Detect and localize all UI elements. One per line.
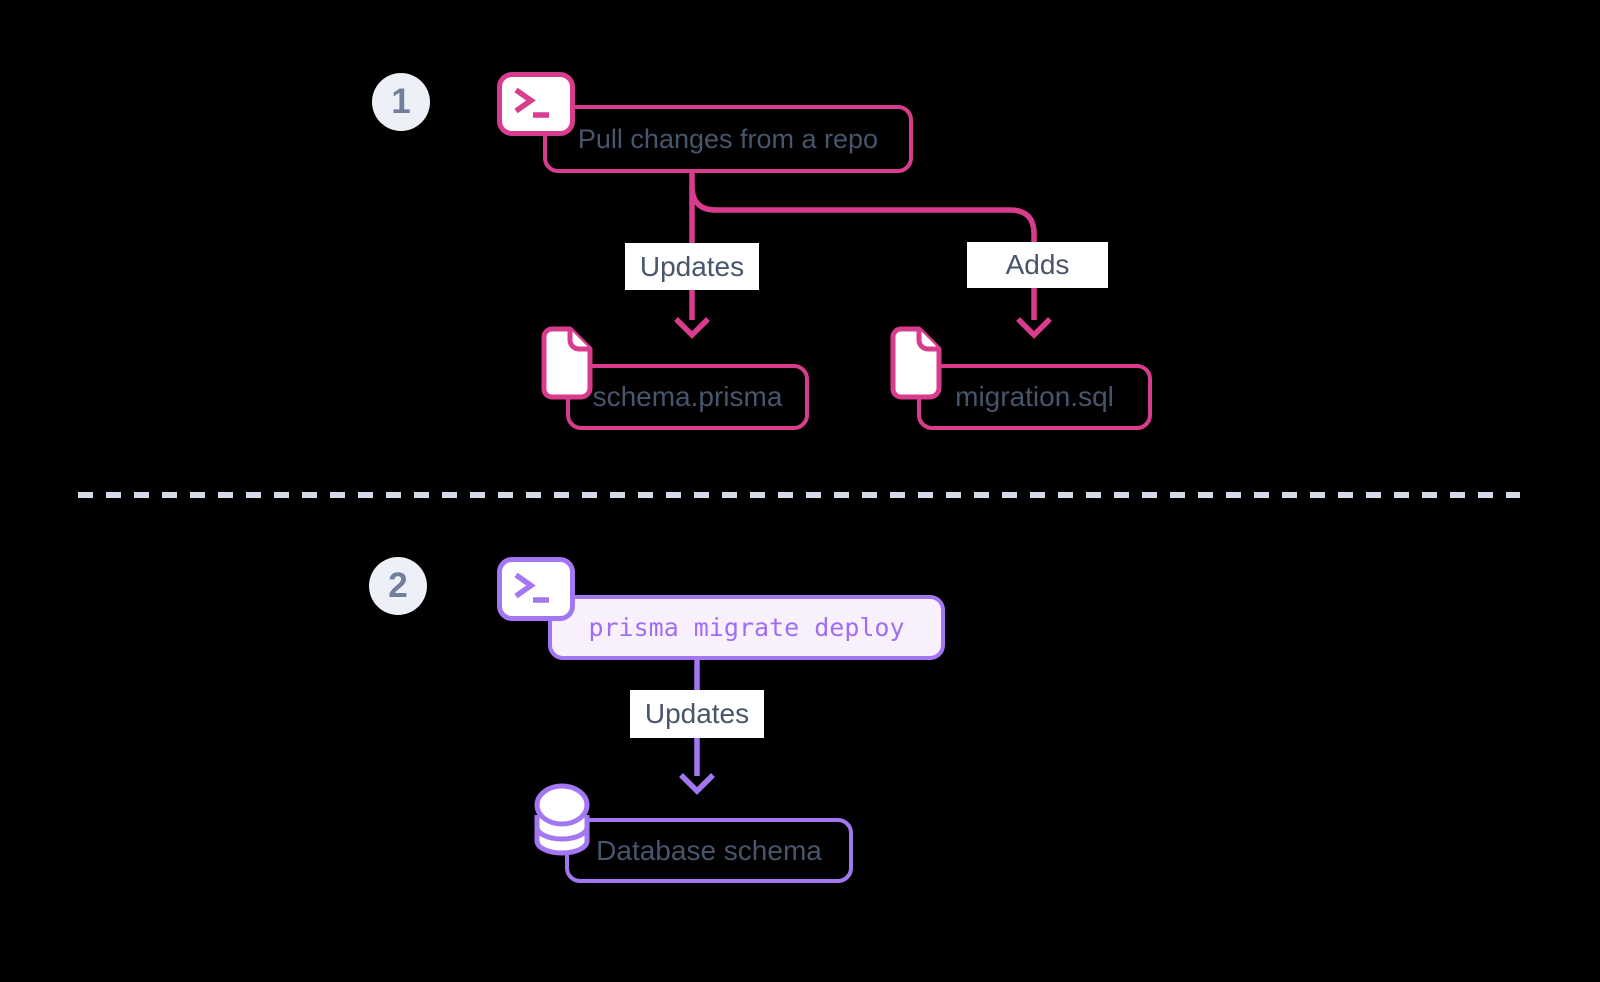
- schema-prisma-node: schema.prisma: [566, 364, 809, 430]
- migration-sql-label: migration.sql: [955, 381, 1114, 412]
- database-schema-label: Database schema: [596, 834, 822, 866]
- pull-changes-label: Pull changes from a repo: [577, 123, 879, 154]
- terminal-icon-step1: [497, 72, 575, 136]
- pull-changes-node: Pull changes from a repo: [543, 105, 913, 173]
- terminal-prompt-icon: [514, 87, 549, 118]
- document-icon: [541, 326, 593, 400]
- adds-edge-text: Adds: [1005, 249, 1070, 280]
- step-1-number: 1: [391, 82, 411, 121]
- adds-edge-line: [689, 185, 1037, 320]
- schema-prisma-label: schema.prisma: [592, 381, 783, 412]
- database-schema-node: Database schema: [565, 818, 853, 883]
- updates2-arrowhead-icon: [679, 773, 715, 795]
- prisma-migrate-deploy-node: prisma migrate deploy: [548, 595, 945, 660]
- adds-arrowhead-icon: [1016, 317, 1052, 339]
- adds-edge-label: Adds: [967, 242, 1108, 288]
- updates-edge-label-step2: Updates: [630, 690, 764, 738]
- database-icon: [531, 783, 593, 859]
- document-icon: [890, 326, 942, 400]
- step-2-badge: 2: [369, 557, 427, 615]
- terminal-prompt-icon: [514, 572, 549, 603]
- step-2-number: 2: [388, 566, 408, 605]
- step-1-badge: 1: [372, 73, 430, 131]
- terminal-icon-step2: [497, 557, 575, 621]
- updates2-edge-text: Updates: [644, 698, 750, 729]
- prisma-migrate-deploy-label: prisma migrate deploy: [588, 613, 905, 642]
- updates-edge-text: Updates: [639, 250, 745, 282]
- updates-arrowhead-icon: [674, 317, 710, 339]
- updates-edge-label: Updates: [625, 243, 759, 290]
- migration-sql-node: migration.sql: [917, 364, 1152, 430]
